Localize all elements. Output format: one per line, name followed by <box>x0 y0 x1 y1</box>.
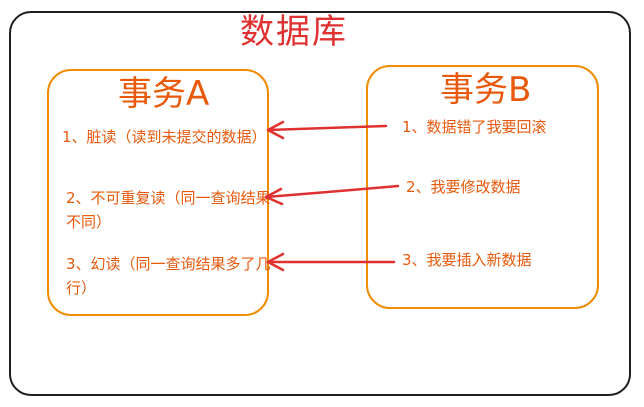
arrow-insert-to-phantom-read <box>266 252 396 272</box>
database-title: 数据库 <box>240 12 348 52</box>
transaction-a-title: 事务A <box>118 74 210 114</box>
arrow-modify-to-non-repeatable-read <box>264 184 400 206</box>
transaction-a-item-dirty-read: 1、脏读（读到未提交的数据） <box>62 128 267 146</box>
transaction-b-title: 事务B <box>440 70 532 110</box>
transaction-b-item-rollback: 1、数据错了我要回滚 <box>402 118 547 136</box>
transaction-b-item-insert: 3、我要插入新数据 <box>402 251 532 269</box>
transaction-a-box <box>47 69 269 316</box>
transaction-a-item-non-repeatable-read: 2、不可重复读（同一查询结果不同） <box>66 189 271 231</box>
transaction-a-item-phantom-read: 3、幻读（同一查询结果多了几行） <box>66 255 271 297</box>
transaction-b-item-modify: 2、我要修改数据 <box>406 178 521 196</box>
transaction-b-box <box>366 65 599 309</box>
arrow-rollback-to-dirty-read <box>266 120 388 140</box>
database-frame <box>9 11 631 396</box>
